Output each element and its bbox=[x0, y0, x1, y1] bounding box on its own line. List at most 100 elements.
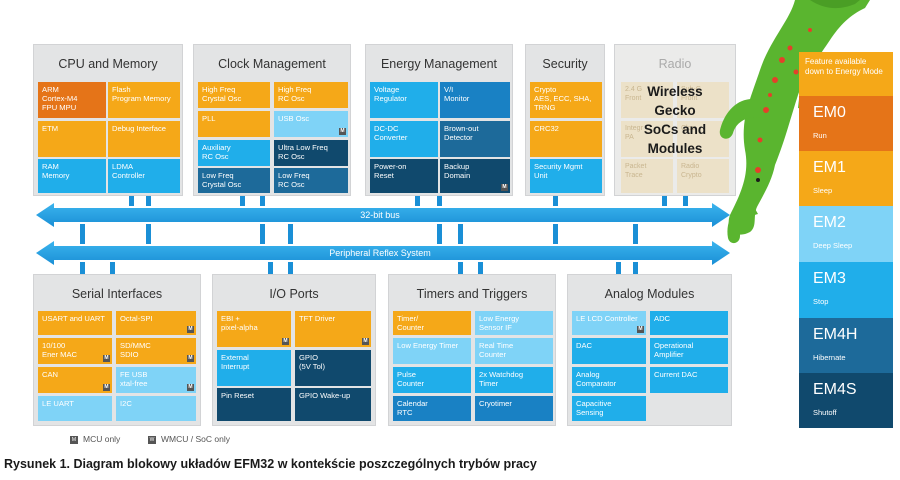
mcu-only-badge: M bbox=[187, 326, 194, 333]
block-pin-reset: Pin Reset bbox=[217, 388, 291, 421]
block-radio-clock: Cloc bbox=[677, 121, 729, 157]
block-le-uart: LE UART bbox=[38, 396, 112, 421]
block-i2c: I2C bbox=[116, 396, 196, 421]
block-debug: Debug Interface bbox=[108, 121, 180, 157]
panel-title: Radio bbox=[658, 57, 692, 71]
block-timer-counter: Timer/Counter bbox=[393, 311, 471, 335]
block-gpio-wakeup: GPIO Wake-up bbox=[295, 388, 371, 421]
mcu-only-badge: M bbox=[187, 355, 194, 362]
mcu-only-badge: M bbox=[339, 128, 346, 135]
energy-mode-legend: Feature available down to Energy Mode EM… bbox=[799, 52, 893, 428]
mcu-only-badge: M bbox=[362, 338, 369, 345]
mcu-only-marker: M bbox=[70, 435, 78, 444]
mcu-only-badge: M bbox=[187, 384, 194, 391]
block-etm: ETM bbox=[38, 121, 106, 157]
wireless-gecko-label: Wireless Gecko SoCs and Modules bbox=[643, 84, 707, 156]
panel-title: I/O Ports bbox=[269, 287, 319, 301]
block-crc32: CRC32 bbox=[530, 121, 602, 157]
block-cryotimer: Cryotimer bbox=[475, 396, 553, 421]
panel-serial-interfaces: Serial Interfaces USART and UART Octal-S… bbox=[33, 274, 201, 426]
block-current-dac: Current DAC bbox=[650, 367, 728, 393]
bus-prs-arrow bbox=[36, 241, 730, 265]
mcu-only-badge: M bbox=[501, 184, 508, 191]
mcu-only-badge: M bbox=[282, 338, 289, 345]
panel-title: Clock Management bbox=[218, 57, 326, 71]
block-dac: DAC bbox=[572, 338, 646, 364]
block-le-timer: Low Energy Timer bbox=[393, 338, 471, 364]
panel-title: Timers and Triggers bbox=[416, 287, 528, 301]
bus-prs-label: Peripheral Reflex System bbox=[329, 248, 431, 258]
wmcu-only-marker: W bbox=[148, 435, 156, 444]
panel-title: Energy Management bbox=[380, 57, 498, 71]
bus-32bit-label: 32-bit bus bbox=[360, 210, 400, 220]
block-gpio: GPIO(5V Tol) bbox=[295, 350, 371, 386]
mcu-only-badge: M bbox=[637, 326, 644, 333]
panel-title: Security bbox=[542, 57, 588, 71]
block-usart-uart: USART and UART bbox=[38, 311, 112, 335]
figure-caption: Rysunek 1. Diagram blokowy układów EFM32… bbox=[4, 457, 537, 471]
block-pll: PLL bbox=[198, 111, 270, 137]
mcu-only-badge: M bbox=[103, 384, 110, 391]
panel-title: Serial Interfaces bbox=[71, 287, 163, 301]
panel-title: Analog Modules bbox=[604, 287, 695, 301]
bus-32bit-arrow bbox=[36, 203, 730, 227]
mcu-only-badge: M bbox=[103, 355, 110, 362]
energy-mode-header: Feature available down to Energy Mode bbox=[799, 52, 893, 96]
panel-timers-triggers: Timers and Triggers Timer/Counter Low En… bbox=[388, 274, 556, 426]
panel-title: CPU and Memory bbox=[58, 57, 158, 71]
